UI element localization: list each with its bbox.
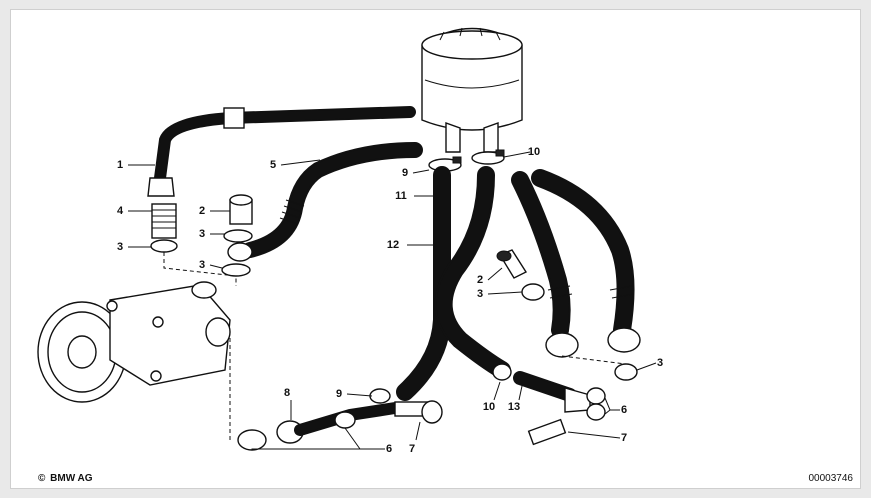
callout-6: 6	[386, 443, 392, 455]
assembly-line-left	[163, 252, 237, 286]
hose-5	[227, 142, 423, 262]
callout-12: 12	[387, 239, 399, 251]
callout-9: 9	[402, 167, 408, 179]
fluid-reservoir	[421, 27, 523, 153]
callout-2: 2	[477, 274, 483, 286]
copyright-label: © BMW AG	[38, 473, 93, 484]
callout-3: 3	[117, 241, 123, 253]
callout-8: 8	[284, 387, 290, 399]
callout-3: 3	[477, 288, 483, 300]
callout-labels: 1 4 3 2 3 3 5 9 10 11 12 2 3 3 8 9 10 13 6 7 6 7	[117, 146, 663, 455]
callout-7: 7	[409, 443, 415, 455]
power-steering-pump	[37, 281, 231, 403]
callout-13: 13	[508, 401, 520, 413]
callout-2: 2	[199, 205, 205, 217]
leader-lines	[128, 151, 657, 450]
sealing-ring-3-left	[150, 239, 178, 253]
return-line-13	[492, 363, 606, 446]
sealing-ring-3-lower	[221, 263, 251, 277]
sealing-ring-3-upper	[223, 229, 253, 243]
callout-3: 3	[657, 357, 663, 369]
callout-7: 7	[621, 432, 627, 444]
callout-10: 10	[528, 146, 540, 158]
brand-name: BMW AG	[50, 473, 93, 484]
banjo-bolt-2-right	[496, 249, 528, 279]
braided-hoses-right	[511, 169, 641, 358]
pressure-hose-1	[147, 106, 416, 197]
union-fitting-4	[151, 203, 177, 239]
banjo-bolt-2-left	[229, 194, 253, 225]
callout-3: 3	[199, 228, 205, 240]
return-hose-11	[396, 166, 451, 401]
hose-clamp-10-top	[471, 149, 505, 165]
callout-11: 11	[395, 190, 407, 202]
callout-6: 6	[621, 404, 627, 416]
callout-5: 5	[270, 159, 276, 171]
assembly-line-right	[561, 355, 627, 365]
callout-1: 1	[117, 159, 123, 171]
callout-3: 3	[199, 259, 205, 271]
return-hose-12	[434, 166, 511, 379]
sealing-ring-3-right	[614, 363, 638, 381]
callout-10: 10	[483, 401, 495, 413]
callout-4: 4	[117, 205, 124, 217]
image-number: 00003746	[809, 473, 854, 484]
callout-9: 9	[336, 388, 342, 400]
sealing-ring-3-mid	[521, 283, 545, 301]
copyright-symbol: ©	[38, 473, 46, 484]
